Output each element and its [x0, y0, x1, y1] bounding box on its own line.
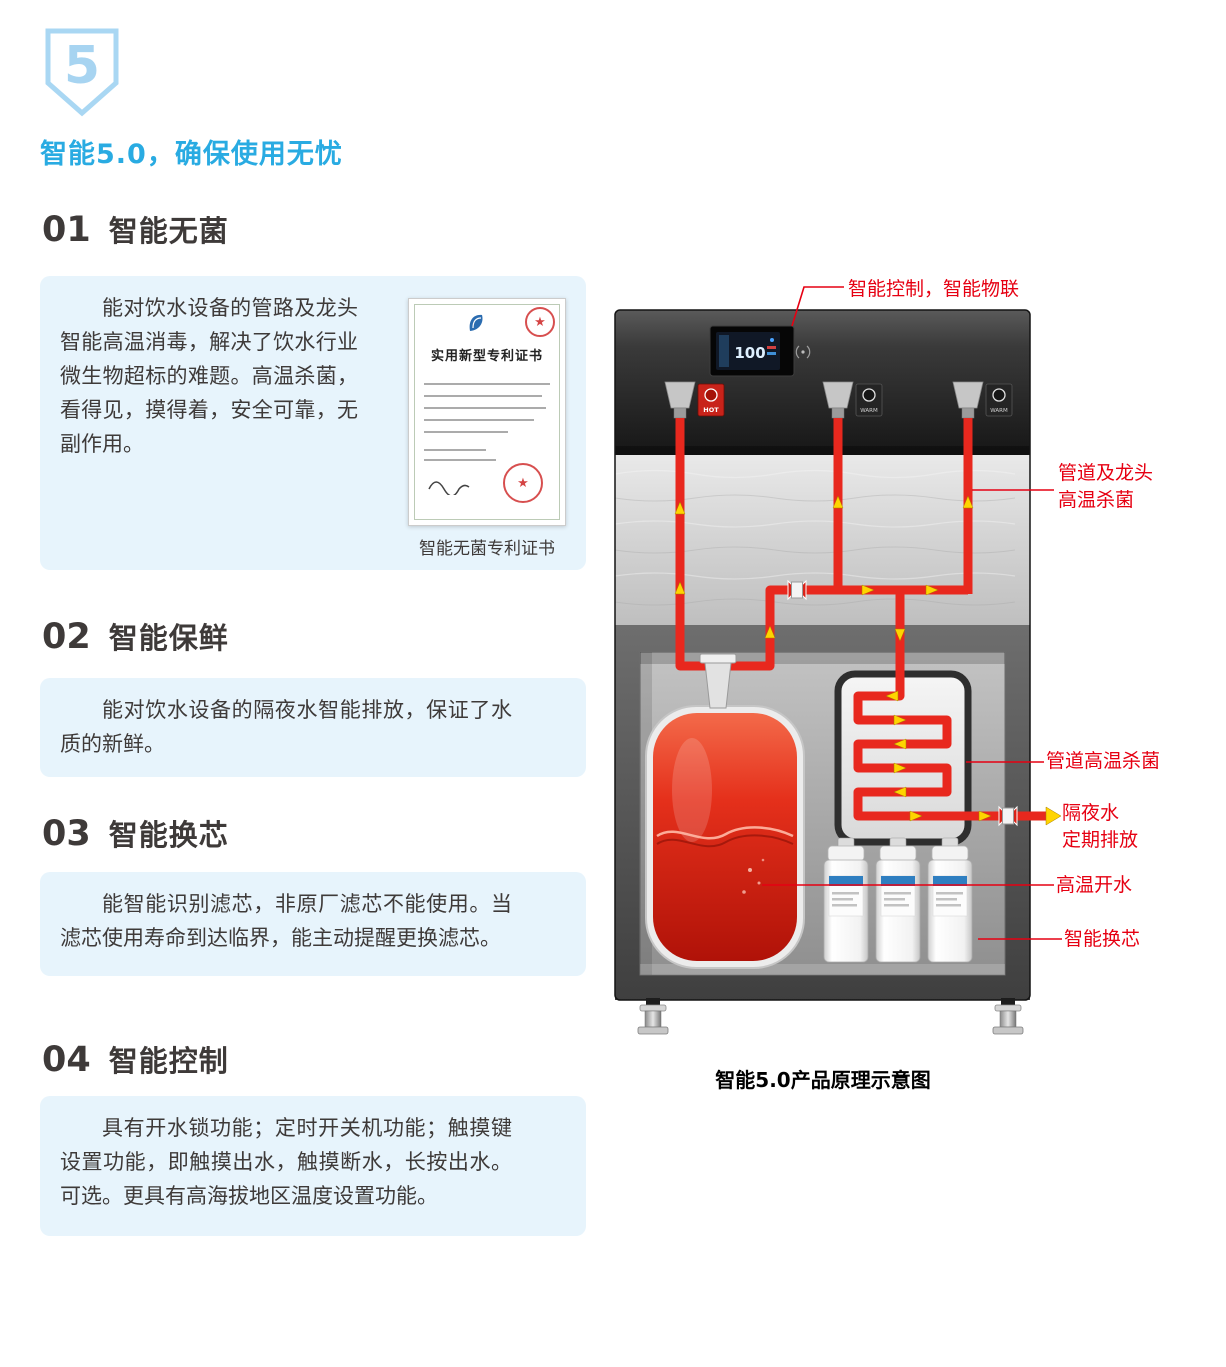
label-line: 高温杀菌 [1058, 489, 1135, 511]
flow-arrow-icons [674, 495, 1062, 826]
faucet-label: WARM [860, 408, 878, 414]
red-seal-icon: ★ [503, 463, 543, 503]
tank-inlet-fitting [699, 653, 737, 709]
section-03-heading: 03 智能换芯 [42, 812, 229, 854]
valve-icon [787, 579, 807, 601]
section-03-box: 能智能识别滤芯，非原厂滤芯不能使用。当滤芯使用寿命到达临界，能主动提醒更换滤芯。 [40, 872, 586, 976]
warm-button [992, 388, 1006, 402]
section-number: 03 [42, 814, 91, 854]
iot-signal-icon [795, 345, 811, 359]
label-line: 隔夜水 [1062, 802, 1120, 824]
label-faucet-sterilize: 管道及龙头 高温杀菌 [1058, 460, 1153, 514]
certificate-text-line [424, 407, 546, 409]
certificate-text-line [424, 383, 550, 385]
section-title: 智能保鲜 [108, 621, 229, 655]
patent-logo-icon [469, 314, 483, 331]
faucet-hot: HOT [664, 381, 725, 419]
hot-button [704, 388, 718, 402]
certificate-text-line [424, 431, 508, 433]
filter-cartridge [875, 837, 921, 963]
section-title: 智能换芯 [108, 818, 229, 852]
leader-lines [762, 286, 1062, 940]
page-title: 智能5.0，确保使用无忧 [40, 139, 343, 170]
certificate-text-line [424, 449, 486, 451]
faucet-warm-2: WARM [952, 381, 1013, 419]
label-overnight-drain: 隔夜水 定期排放 [1062, 800, 1138, 854]
faucet-warm-1: WARM [822, 381, 883, 419]
signature-icon [428, 481, 470, 495]
label-hot-water: 高温开水 [1056, 874, 1133, 896]
section-04-heading: 04 智能控制 [42, 1038, 229, 1080]
filter-cartridges [823, 837, 973, 963]
section-title: 智能控制 [108, 1044, 229, 1078]
label-line: 定期排放 [1062, 829, 1139, 851]
steel-texture [614, 469, 1016, 606]
patent-certificate: ★ 实用新型专利证书 ★ [408, 298, 566, 526]
certificate-text-line [424, 459, 496, 461]
certificate-text-line [424, 419, 534, 421]
section-04-body: 具有开水锁功能；定时开关机功能；触摸键设置功能，即触摸出水，触摸断水，长按出水。… [60, 1116, 512, 1208]
display-value: 100 [734, 344, 765, 362]
section-02-box: 能对饮水设备的隔夜水智能排放，保证了水质的新鲜。 [40, 678, 586, 777]
warm-button [862, 388, 876, 402]
section-number: 02 [42, 617, 91, 657]
machine-diagram: 100 HOT [600, 270, 1226, 1100]
filter-cartridge [823, 837, 869, 963]
label-filter-change: 智能换芯 [1064, 928, 1141, 950]
control-display: 100 [709, 325, 811, 377]
section-02-heading: 02 智能保鲜 [42, 615, 229, 657]
certificate-caption: 智能无菌专利证书 [419, 539, 555, 559]
section-title: 智能无菌 [108, 214, 229, 248]
section-01-box: 能对饮水设备的管路及龙头智能高温消毒，解决了饮水行业微生物超标的难题。高温杀菌，… [40, 276, 586, 570]
section-04-box: 具有开水锁功能；定时开关机功能；触摸键设置功能，即触摸出水，触摸断水，长按出水。… [40, 1096, 586, 1236]
certificate-border [414, 304, 560, 520]
foot-left [637, 998, 669, 1035]
faucet-label: WARM [990, 408, 1008, 414]
label-coil-sterilize: 管道高温杀菌 [1046, 750, 1161, 772]
faucet-label: HOT [703, 406, 719, 414]
drain-valve-icon [998, 805, 1018, 827]
section-03-body: 能智能识别滤芯，非原厂滤芯不能使用。当滤芯使用寿命到达临界，能主动提醒更换滤芯。 [60, 892, 512, 950]
filter-cartridge [927, 837, 973, 963]
section-number: 04 [42, 1040, 91, 1080]
certificate-text-line [424, 395, 542, 397]
badge-number: 5 [63, 36, 101, 96]
machine-schematic: 100 HOT [614, 286, 1062, 1035]
section-02-body: 能对饮水设备的隔夜水智能排放，保证了水质的新鲜。 [60, 698, 512, 756]
hot-water-tank [645, 705, 805, 969]
diagram-caption: 智能5.0产品原理示意图 [715, 1068, 931, 1092]
red-seal-icon: ★ [525, 307, 555, 337]
section-01-body: 能对饮水设备的管路及龙头智能高温消毒，解决了饮水行业微生物超标的难题。高温杀菌，… [60, 296, 358, 456]
pentagon-badge-icon [45, 28, 119, 117]
label-line: 管道及龙头 [1058, 462, 1154, 484]
section-01-heading: 01 智能无菌 [42, 208, 229, 250]
foot-right [992, 998, 1024, 1035]
label-iot-control: 智能控制，智能物联 [848, 278, 1020, 300]
certificate-title: 实用新型专利证书 [430, 349, 543, 364]
section-number-badge: 5 [42, 26, 122, 118]
section-number: 01 [42, 210, 91, 250]
